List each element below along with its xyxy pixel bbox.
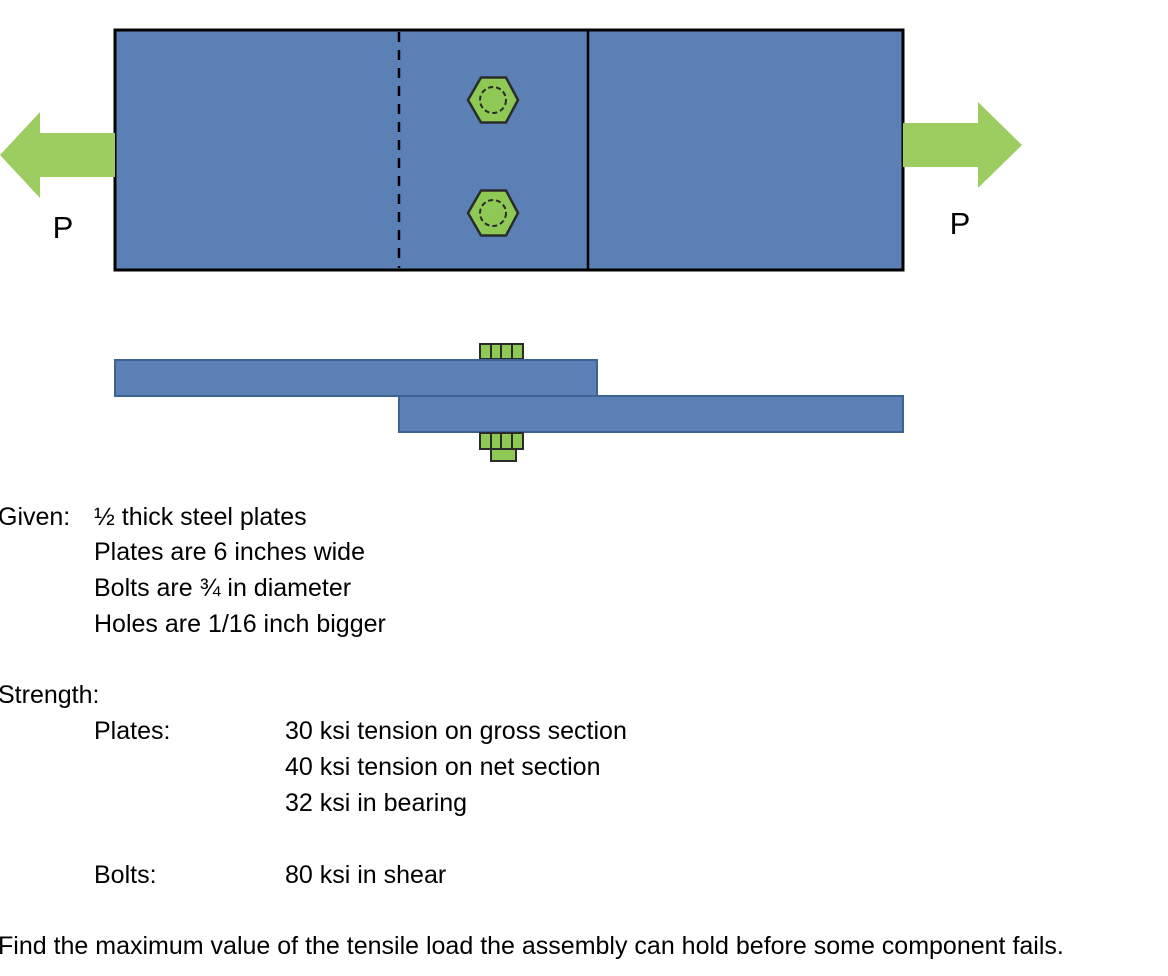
- plates-strength-value: 30 ksi tension on gross section: [285, 717, 627, 745]
- load-label-left: P: [53, 210, 74, 245]
- strength-heading: Strength:: [0, 681, 100, 709]
- bolt-head-bottom-icon: [466, 189, 520, 237]
- plates-strength-value: 32 ksi in bearing: [285, 789, 468, 817]
- given-item: Bolts are ¾ in diameter: [94, 574, 352, 602]
- side-view-lower-plate: [398, 395, 904, 433]
- given-heading: Given:: [0, 503, 71, 531]
- problem-question: Find the maximum value of the tensile lo…: [0, 932, 1064, 960]
- given-item: Plates are 6 inches wide: [94, 538, 365, 566]
- right-load-arrow-icon: [903, 102, 1022, 188]
- given-item: Holes are 1/16 inch bigger: [94, 610, 386, 638]
- nut-side-icon: [479, 432, 524, 462]
- plates-strength-value: 40 ksi tension on net section: [285, 753, 601, 781]
- left-load-arrow-icon: [0, 112, 115, 198]
- plates-label: Plates:: [94, 717, 171, 745]
- load-label-right: P: [950, 206, 971, 241]
- bolted-lap-joint-diagram: P P: [0, 28, 1022, 462]
- bolt-head-top-icon: [466, 76, 520, 124]
- side-view-upper-plate: [114, 359, 598, 397]
- bolts-label: Bolts:: [94, 861, 157, 889]
- given-item: ½ thick steel plates: [94, 503, 307, 531]
- top-view-plate: [113, 28, 905, 272]
- bolts-strength-value: 80 ksi in shear: [285, 861, 447, 889]
